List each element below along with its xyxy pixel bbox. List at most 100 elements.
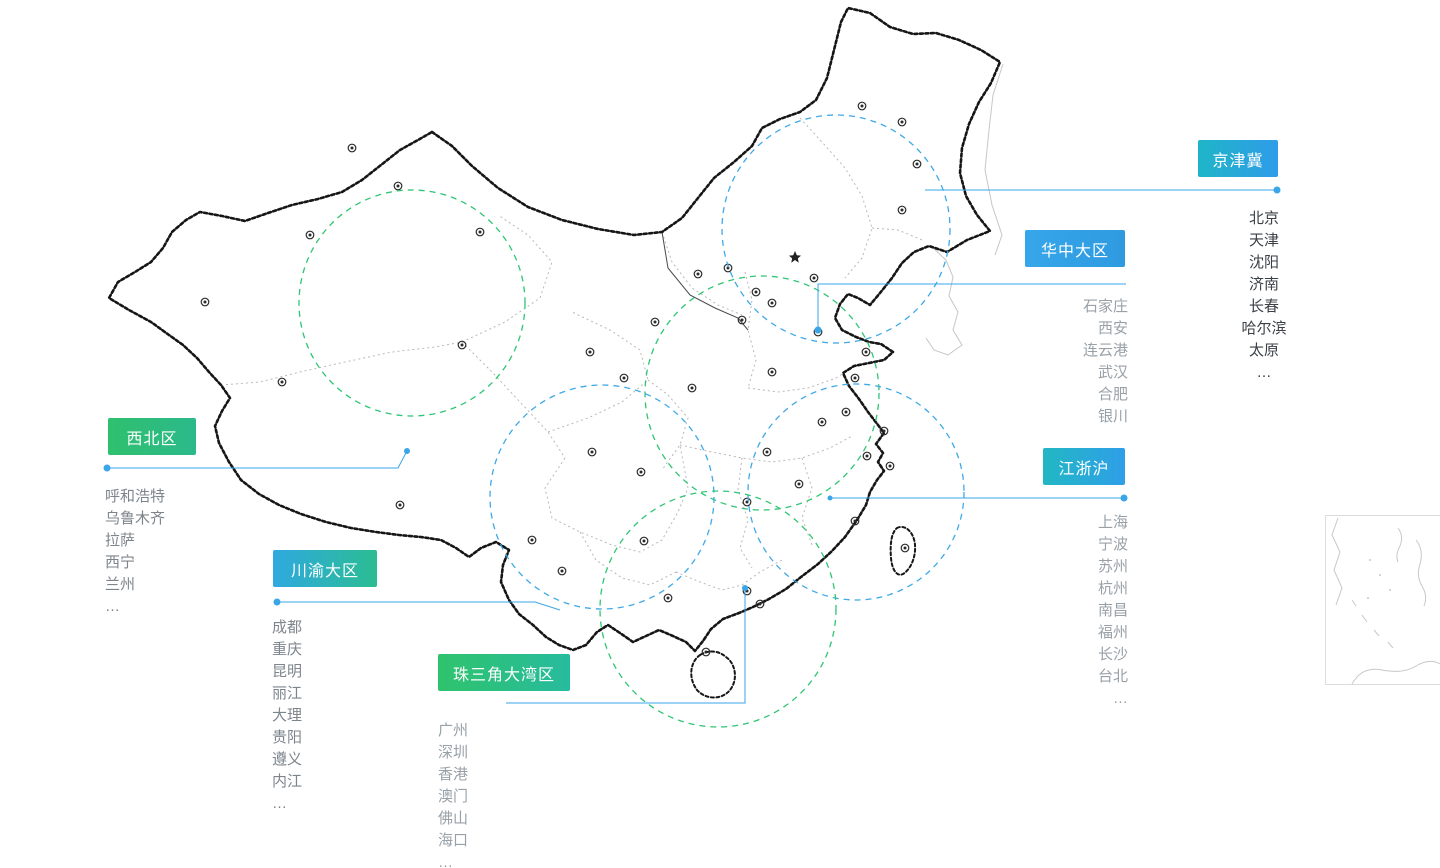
- connector-dot: [404, 448, 410, 454]
- city-marker: [475, 227, 485, 237]
- city-name: 佛山: [438, 810, 469, 827]
- city-marker: [912, 159, 922, 169]
- city-marker: [687, 383, 697, 393]
- city-name: 合肥: [1097, 386, 1128, 403]
- city-marker: [897, 205, 907, 215]
- city-marker: [585, 347, 595, 357]
- connector-dot: [273, 598, 281, 606]
- connector-dot: [1273, 186, 1281, 194]
- connector-dot: [742, 585, 748, 591]
- city-marker: [347, 143, 357, 153]
- city-marker: [527, 535, 537, 545]
- city-name: 兰州: [105, 576, 136, 593]
- city-name: 武汉: [1097, 364, 1128, 381]
- city-name: 上海: [1097, 514, 1128, 531]
- city-marker: [663, 593, 673, 603]
- city-list-jingjinji: 北京天津沈阳济南长春哈尔滨太原…: [1204, 208, 1324, 384]
- city-name: 哈尔滨: [1241, 320, 1287, 337]
- circle-jiangzhehu: [747, 383, 965, 601]
- city-marker: [762, 447, 772, 457]
- circle-jingjinji: [721, 114, 951, 344]
- city-marker: [817, 417, 827, 427]
- circle-zhusanjiao: [599, 490, 837, 728]
- city-list-huazhong: 石家庄西安连云港武汉合肥银川: [1000, 296, 1128, 428]
- city-markers: [200, 101, 922, 657]
- region-label-jingjinji[interactable]: 京津冀: [1198, 140, 1278, 177]
- city-name: 北京: [1248, 210, 1279, 227]
- city-name: 石家庄: [1082, 298, 1128, 315]
- neighbour-coastlines: [925, 63, 1004, 356]
- city-name: 杭州: [1097, 580, 1128, 597]
- city-name: 昆明: [272, 663, 303, 680]
- region-circles: [298, 114, 965, 728]
- city-marker: [636, 467, 646, 477]
- city-marker: [862, 451, 872, 461]
- city-name: 福州: [1097, 624, 1128, 641]
- mainland-outline: [107, 6, 1002, 653]
- city-name: 贵阳: [272, 729, 303, 746]
- capital-star-marker: [789, 251, 801, 263]
- city-name: 呼和浩特: [105, 488, 166, 505]
- city-marker: [395, 500, 405, 510]
- city-marker: [850, 373, 860, 383]
- city-marker: [900, 543, 910, 553]
- city-marker: [693, 269, 703, 279]
- city-name: 内江: [272, 773, 303, 790]
- city-marker: [587, 447, 597, 457]
- city-name: 银川: [1097, 408, 1128, 425]
- city-name: 宁波: [1097, 536, 1128, 553]
- connector-dot: [103, 464, 111, 472]
- region-label-zhusanjiao[interactable]: 珠三角大湾区: [438, 654, 570, 691]
- city-name: …: [438, 854, 453, 868]
- city-name: 海口: [438, 832, 469, 849]
- city-marker: [751, 287, 761, 297]
- city-name: 济南: [1248, 276, 1279, 293]
- city-marker: [200, 297, 210, 307]
- city-name: …: [1113, 690, 1128, 707]
- circle-chuanyu: [489, 384, 715, 610]
- region-label-huazhong[interactable]: 华中大区: [1025, 230, 1125, 267]
- city-name: 重庆: [272, 641, 303, 658]
- city-marker: [639, 536, 649, 546]
- city-marker: [857, 101, 867, 111]
- connector-chuanyu: [277, 601, 561, 611]
- region-label-jiangzhehu[interactable]: 江浙沪: [1043, 448, 1125, 485]
- city-name: 连云港: [1082, 342, 1128, 359]
- city-name: 广州: [438, 722, 469, 739]
- city-marker: [885, 461, 895, 471]
- city-name: 西安: [1097, 320, 1128, 337]
- city-name: 遵义: [272, 751, 303, 768]
- connector-huazhong: [817, 283, 1126, 328]
- region-label-xibei[interactable]: 西北区: [108, 418, 196, 455]
- city-name: 西宁: [105, 554, 136, 571]
- city-name: 长沙: [1097, 646, 1128, 663]
- circle-huazhong: [644, 275, 880, 511]
- city-name: 拉萨: [105, 532, 136, 549]
- region-label-chuanyu[interactable]: 川渝大区: [273, 550, 377, 587]
- city-name: 深圳: [438, 744, 469, 761]
- city-marker: [767, 367, 777, 377]
- city-name: 长春: [1248, 298, 1279, 315]
- connector-dots: [103, 186, 1281, 606]
- city-name: 苏州: [1097, 558, 1128, 575]
- city-marker: [809, 273, 819, 283]
- city-name: 乌鲁木齐: [105, 510, 166, 527]
- city-list-xibei: 呼和浩特乌鲁木齐拉萨西宁兰州…: [105, 486, 225, 618]
- city-marker: [650, 317, 660, 327]
- connector-zhusanjiao: [506, 588, 746, 704]
- city-name: 澳门: [438, 788, 469, 805]
- city-name: 南昌: [1097, 602, 1128, 619]
- city-marker: [767, 298, 777, 308]
- city-marker: [742, 497, 752, 507]
- city-marker: [393, 181, 403, 191]
- city-list-jiangzhehu: 上海宁波苏州杭州南昌福州长沙台北…: [1000, 512, 1128, 710]
- province-borders: [220, 117, 923, 591]
- connector-dot: [827, 495, 833, 501]
- city-name: 成都: [272, 619, 303, 636]
- city-marker: [277, 377, 287, 387]
- city-marker: [897, 117, 907, 127]
- city-list-chuanyu: 成都重庆昆明丽江大理贵阳遵义内江…: [272, 617, 392, 815]
- city-name: 太原: [1248, 342, 1279, 359]
